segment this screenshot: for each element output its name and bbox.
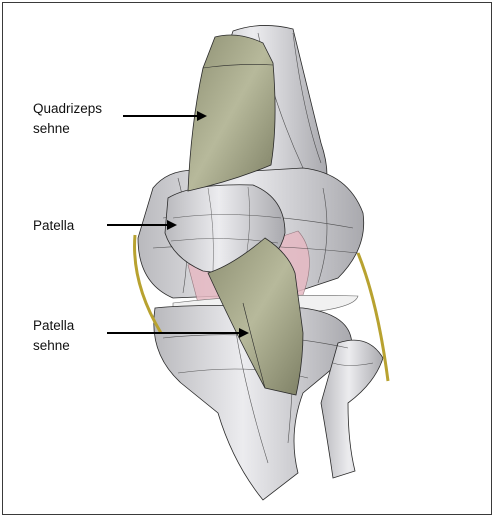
label-quadriceps-line1: Quadrizeps [33,99,102,119]
label-quadriceps-line2: sehne [33,119,102,139]
label-patella-tendon-line1: Patella [33,316,74,336]
label-patella-tendon-line2: sehne [33,336,74,356]
label-patella: Patella [33,216,74,236]
quadriceps-tendon-mesh [188,35,275,191]
label-patella-text: Patella [33,216,74,236]
label-patella-tendon: Patella sehne [33,316,74,356]
label-quadriceps-tendon: Quadrizeps sehne [33,99,102,139]
figure-frame: Quadrizeps sehne Patella Patella sehne [2,2,492,515]
knee-model [3,3,493,516]
